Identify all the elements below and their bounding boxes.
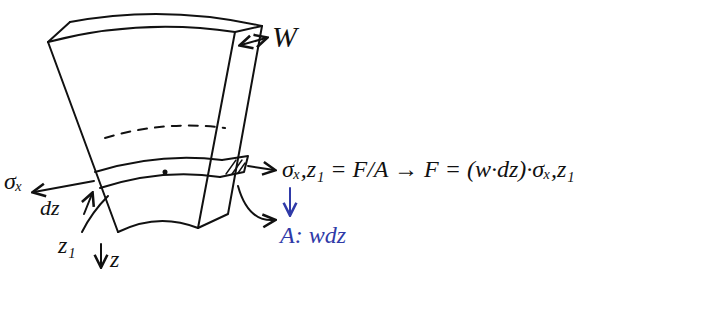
stress-arrow-left (34, 181, 94, 192)
stress-arrow-right (248, 166, 274, 170)
label: σₓ,z₁ = F/A → F = (w·dz)·σₓ,z₁ (282, 156, 575, 182)
hatching (226, 160, 245, 174)
front-right-edge (198, 32, 235, 228)
z-arrow (100, 244, 102, 266)
strip-side (220, 156, 248, 177)
z1-leader (82, 196, 108, 232)
top-right-edge (235, 26, 262, 32)
strip-upper-arc (95, 158, 222, 172)
hidden-arc (105, 126, 225, 138)
strip-lower-arc (100, 174, 220, 188)
center-dot (163, 170, 168, 175)
top-front-edge (48, 27, 235, 42)
top-left-edge (48, 22, 70, 42)
bottom-edge (118, 221, 198, 232)
label: z₁ (58, 232, 76, 258)
label: σₓ (4, 168, 23, 194)
down-arrow (289, 188, 291, 214)
dz-arrow (84, 194, 92, 214)
width-arrow (241, 38, 266, 45)
area-leader (238, 186, 274, 220)
top-back-edge (70, 14, 262, 26)
label: z (110, 246, 119, 272)
label: A: wdz (280, 222, 346, 248)
label: W (272, 20, 297, 53)
label: dz (40, 196, 60, 220)
